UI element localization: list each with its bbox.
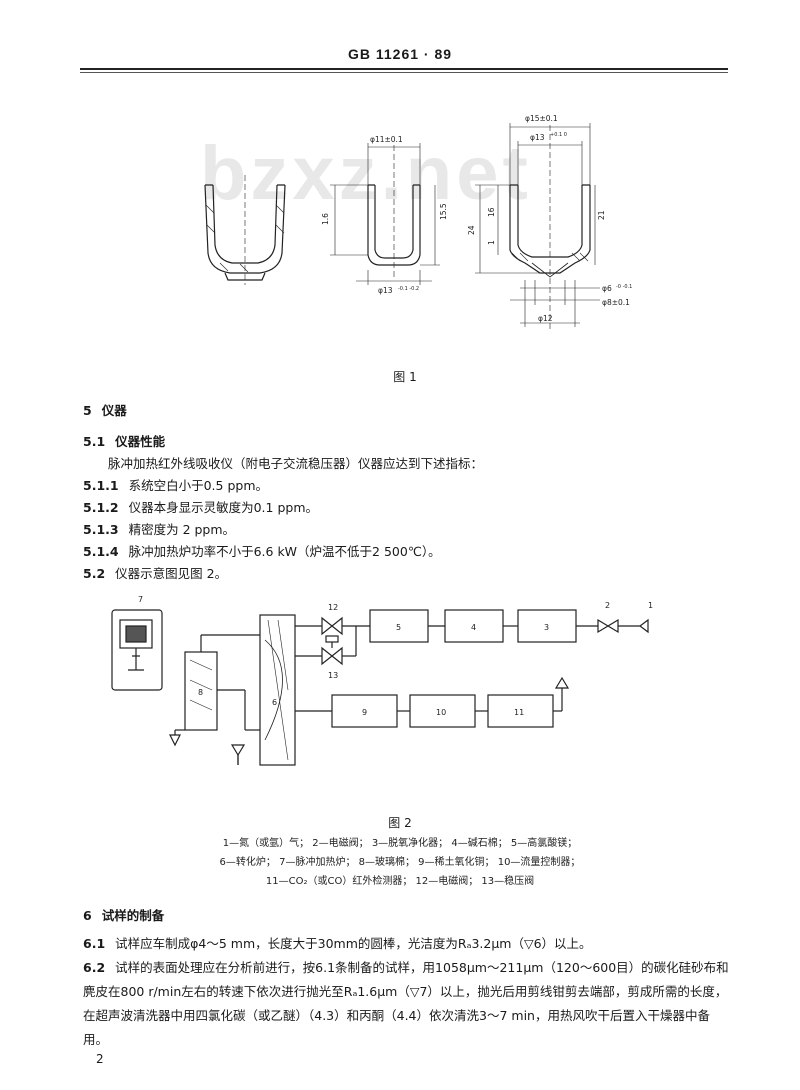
label-3: 3 (544, 623, 549, 632)
dim-d13-tol: -0.1 -0.2 (398, 286, 419, 292)
dim-h24: 24 (467, 225, 476, 235)
crucible-right (475, 123, 600, 330)
figure-2-schematic: 7 8 6 12 13 5 4 3 2 1 9 10 11 (111, 595, 653, 766)
label-9: 9 (362, 708, 367, 717)
dim-h1-6: 1.6 (321, 213, 330, 225)
figure-2-caption: 图 2 (388, 816, 412, 830)
dim-d13: φ13 (378, 286, 393, 295)
component-12-valve (321, 616, 343, 636)
vent-icon (230, 744, 246, 757)
label-2: 2 (605, 601, 610, 610)
section-5-heading: 5 仪器 (83, 400, 127, 419)
dim-h1: 1 (487, 240, 496, 245)
dim-d11: φ11±0.1 (370, 135, 403, 144)
label-6: 6 (272, 698, 277, 707)
label-4: 4 (471, 623, 476, 632)
exhaust-outlet-icon (554, 676, 570, 689)
component-2-valve (597, 618, 619, 634)
dim-d13b-tol: +0.1 0 (550, 132, 567, 138)
dim-d12: φ12 (538, 314, 553, 323)
figure-1-caption: 图 1 (393, 370, 417, 384)
section-5-1-number: 5.1 (83, 434, 106, 449)
figure-1-drawing: φ11±0.1 1.6 15.5 φ13 -0.1 -0.2 φ15±0.1 φ… (204, 114, 632, 330)
dim-d8: φ8±0.1 (602, 298, 630, 307)
section-6-heading: 6 试样的制备 (83, 905, 164, 924)
header-rule-thin (80, 72, 728, 73)
dim-d6: φ6 (602, 284, 612, 293)
component-1-gas-source (639, 618, 649, 634)
component-13-valve (321, 646, 343, 666)
dim-h16: 16 (487, 207, 496, 217)
page-number: 2 (96, 1052, 104, 1066)
section-5-1-intro: 脉冲加热红外线吸收仪（附电子交流稳压器）仪器应达到下述指标： (108, 456, 484, 471)
section-6-number: 6 (83, 908, 92, 923)
section-5-number: 5 (83, 403, 92, 418)
dim-h15-5: 15.5 (439, 203, 448, 220)
figure-2-legend-line-1: 1—氮（或氩）气； 2—电磁阀； 3—脱氧净化器； 4—碱石棉； 5—高氯酸镁； (222, 838, 578, 849)
page-header-title: GB 11261 · 89 (347, 46, 453, 62)
drain-icon (169, 734, 181, 747)
section-5-title: 仪器 (101, 403, 127, 418)
watermark: bzxz.net (200, 131, 532, 216)
label-5: 5 (396, 623, 401, 632)
figure-2-legend-line-2: 6—转化炉； 7—脉冲加热炉； 8—玻璃棉； 9—稀土氧化铜； 10—流量控制器… (219, 857, 581, 868)
dim-h21: 21 (597, 210, 606, 220)
label-13: 13 (328, 671, 338, 680)
label-11: 11 (514, 708, 524, 717)
dim-d13b: φ13 (530, 133, 545, 142)
crucible-middle (330, 143, 440, 285)
dim-d15: φ15±0.1 (525, 114, 558, 123)
figure-2-legend-line-3: 11—CO₂（或CO）红外检测器； 12—电磁阀； 13—稳压阀 (265, 876, 535, 887)
section-5-1-title: 仪器性能 (115, 434, 166, 449)
component-7-furnace (111, 609, 163, 691)
crucible-left (204, 175, 286, 285)
header-rule-thick (80, 68, 728, 70)
section-5-1-heading: 5.1 仪器性能 (83, 431, 165, 450)
section-6-title: 试样的制备 (101, 908, 165, 923)
label-8: 8 (198, 688, 203, 697)
label-7: 7 (138, 595, 143, 604)
label-10: 10 (436, 708, 446, 717)
component-6-converter (259, 614, 296, 766)
dim-d6-tol: -0 -0.1 (616, 284, 632, 290)
label-1: 1 (648, 601, 653, 610)
label-12: 12 (328, 603, 338, 612)
